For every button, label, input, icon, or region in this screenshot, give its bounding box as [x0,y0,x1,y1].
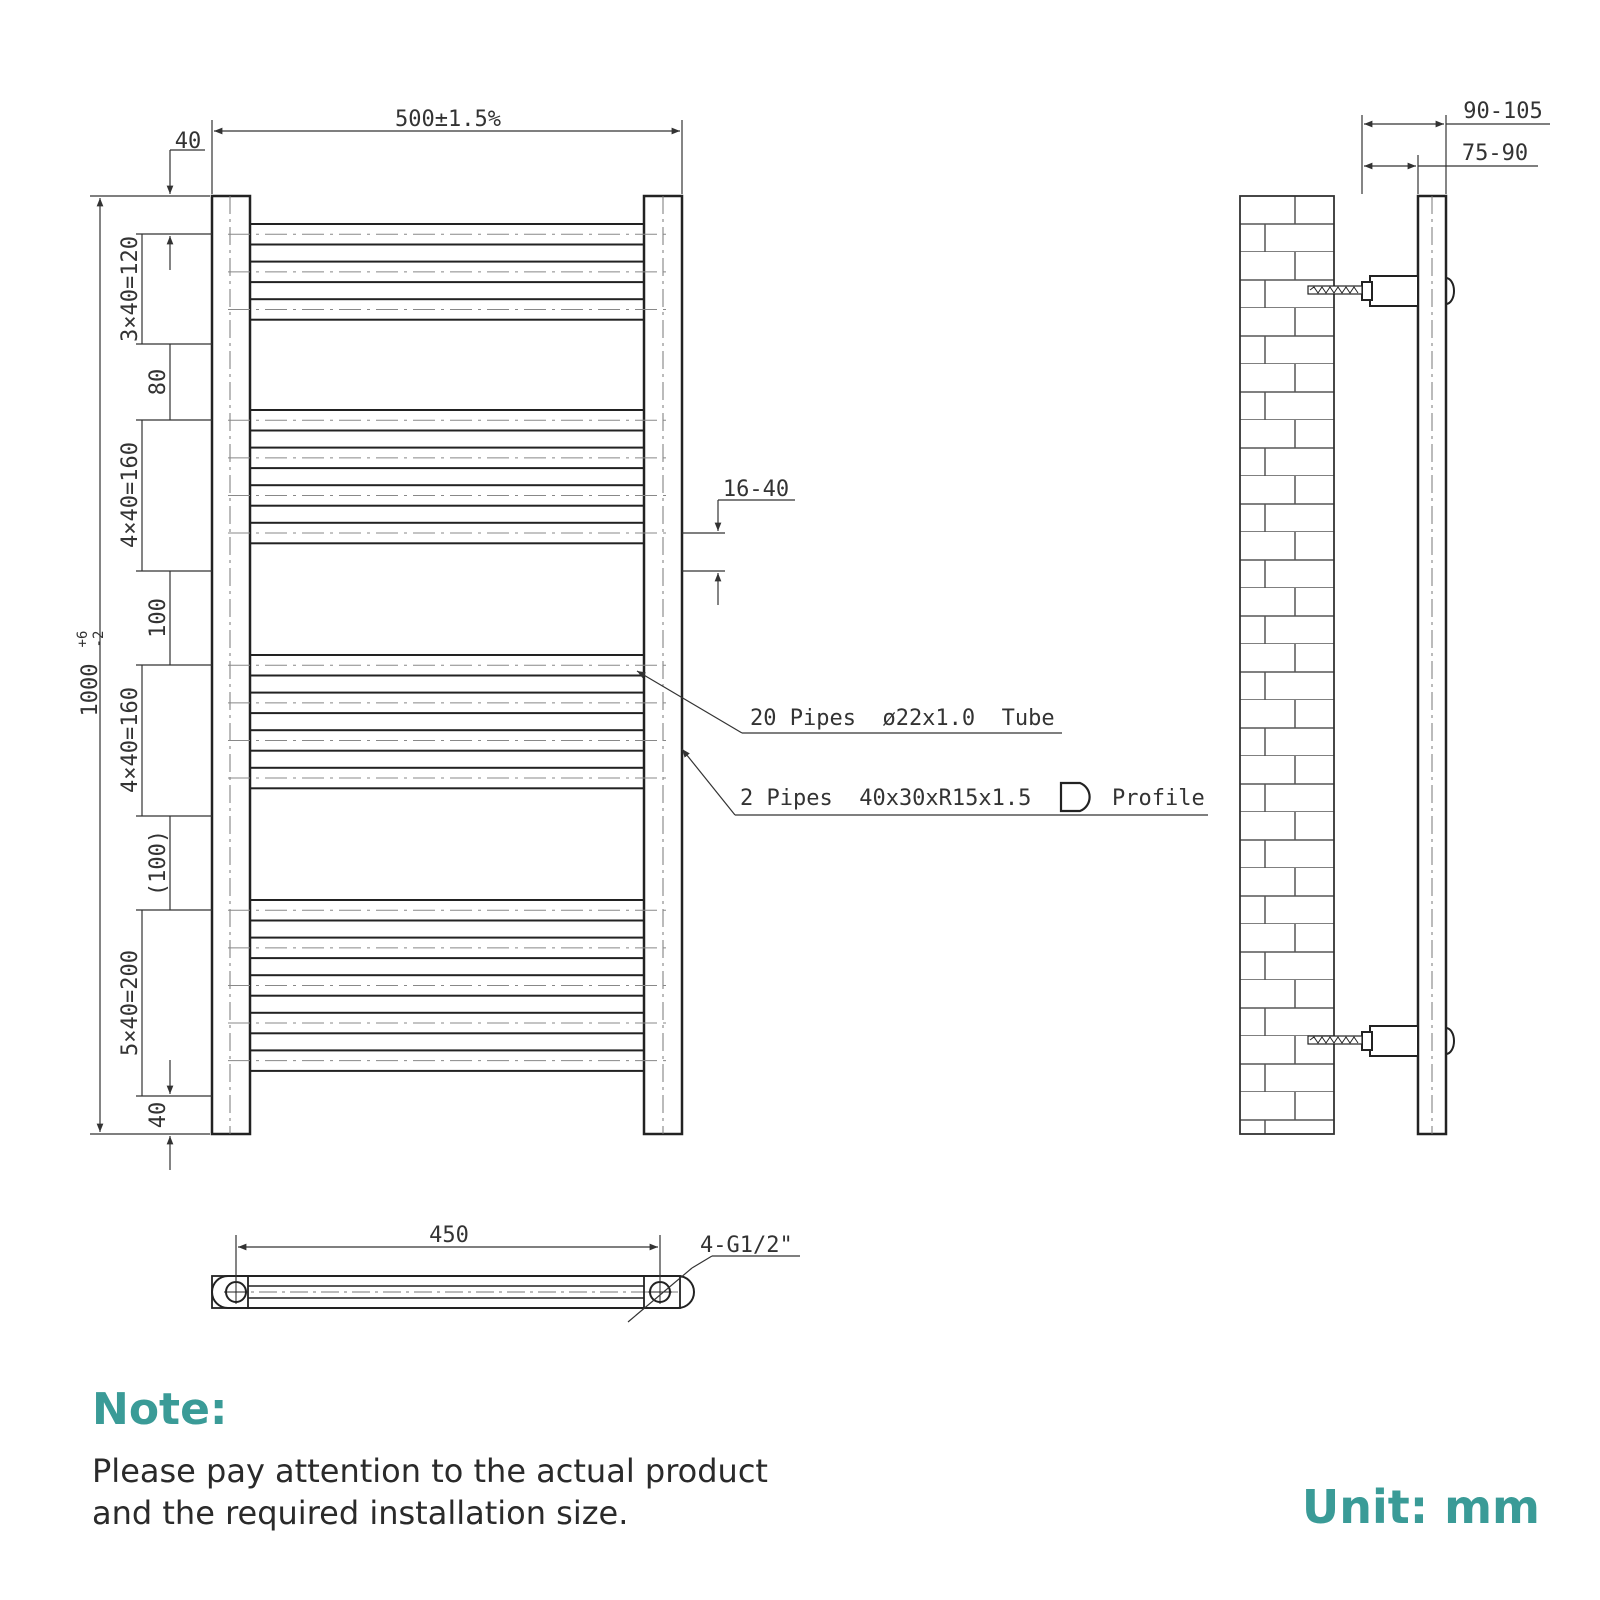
inner-depth-label: 75-90 [1462,141,1528,166]
centers-label: 450 [429,1223,469,1248]
wall-bracket-top [1307,275,1455,307]
height-tolerance-upper: +6 [75,631,91,648]
group-2-label: 4×40=160 [118,442,143,548]
height-dimension [90,195,210,1135]
bottom-view [211,1275,695,1309]
chain-dimension [136,149,212,1170]
d-profile-icon [1059,781,1091,813]
gap-2-label: 100 [146,598,171,638]
callout-leaders [636,670,1208,816]
gap-1-label: 80 [146,369,171,396]
callout-pipes-side: 2 Pipes 40x30xR15x1.5 [740,786,1031,811]
connections-label: 4-G1/2" [700,1233,793,1258]
wall-gap-dimension [682,499,795,605]
note-body: Please pay attention to the actual produ… [92,1452,768,1532]
rail-group [228,223,666,1072]
bottom-offset-label: 40 [146,1102,171,1129]
group-3-label: 4×40=160 [118,687,143,793]
wall-bracket-bottom [1307,1025,1455,1057]
width-label: 500±1.5% [395,107,501,132]
callout-pipes-main: 20 Pipes ø22x1.0 Tube [750,706,1055,731]
side-view: 90-105 75-90 [1239,99,1550,1136]
depth-dimensions [1361,115,1550,194]
gap-3-label: (100) [146,830,171,896]
unit-label: Unit: mm [1301,1480,1540,1534]
front-view [210,194,684,1136]
note-title: Note: [92,1384,228,1435]
height-tolerance-lower: -2 [91,631,107,648]
callout-profile-label: Profile [1112,786,1205,811]
centers-dimension [235,1235,800,1323]
group-4-label: 5×40=200 [118,950,143,1056]
width-dimension [211,120,683,194]
outer-depth-label: 90-105 [1463,99,1542,124]
group-1-label: 3×40=120 [118,236,143,342]
wall-gap-label: 16-40 [723,477,789,502]
height-label: 1000 [78,664,103,717]
height-label-group: 1000 +6 -2 [75,631,107,717]
top-offset-label: 40 [175,129,202,154]
brick-wall [1239,195,1335,1135]
